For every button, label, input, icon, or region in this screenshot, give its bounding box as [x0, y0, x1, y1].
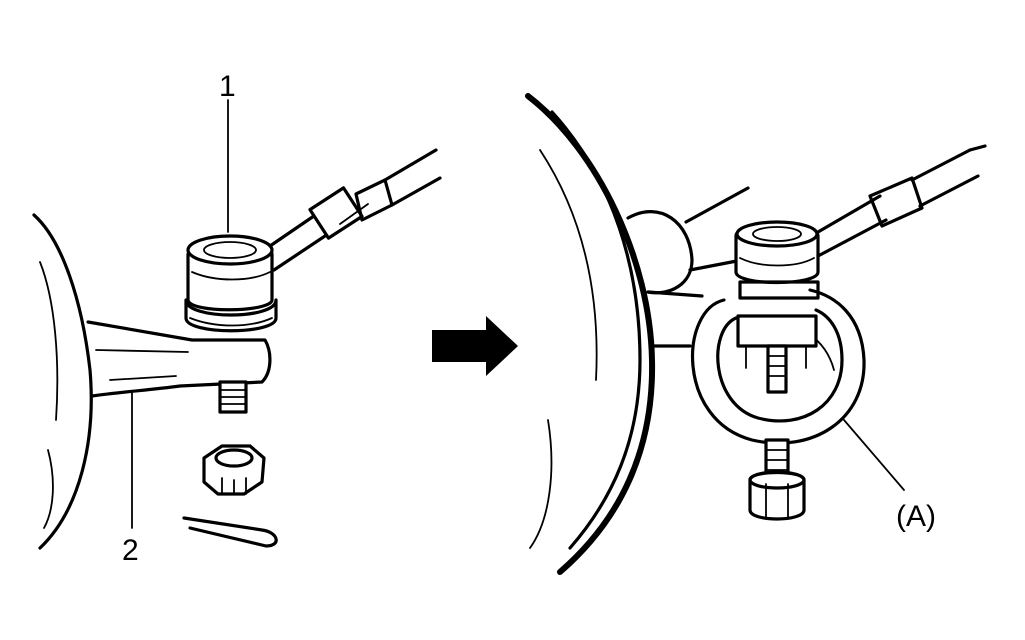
right-arrow-icon	[432, 316, 518, 376]
callout-label-1: 1	[219, 70, 236, 103]
knuckle-body-right	[525, 93, 656, 575]
tie-rod-right	[816, 144, 987, 258]
castle-nut	[202, 444, 266, 496]
left-illustration: 1 2	[32, 70, 442, 567]
callout-label-2: 2	[122, 534, 139, 567]
ball-joint-stud	[218, 380, 248, 414]
callout-label-a: (A)	[896, 500, 936, 533]
tie-rod-end-right	[734, 220, 820, 300]
knuckle-arm-right	[626, 186, 750, 348]
callout-1: 1	[219, 70, 236, 233]
tie-rod-left	[268, 148, 442, 272]
callout-2: 2	[122, 391, 139, 567]
knuckle-body-left	[32, 213, 93, 550]
cotter-pin	[182, 516, 278, 548]
callout-a: (A)	[843, 419, 936, 533]
tie-rod-end	[184, 234, 278, 333]
ball-joint-puller-tool	[690, 288, 866, 521]
right-illustration: (A)	[525, 93, 987, 575]
